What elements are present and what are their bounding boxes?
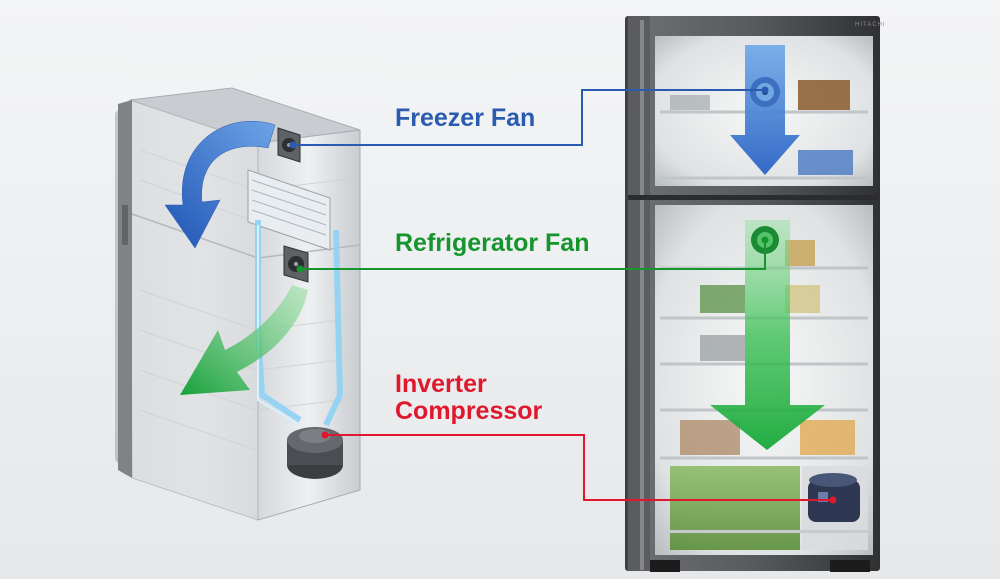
refrigerator-down-arrow	[710, 220, 825, 450]
brand-logo: HITACHI	[855, 22, 886, 28]
refrigerator-fan-label: Refrigerator Fan	[395, 229, 590, 257]
cutaway-cabinet	[115, 87, 361, 521]
inverter-compressor-label-line1: Inverter	[395, 370, 487, 398]
freezer-fan-label: Freezer Fan	[395, 104, 536, 132]
inverter-compressor-label-line2: Compressor	[395, 397, 543, 425]
compressor-icon	[287, 427, 343, 479]
leader-dots	[289, 86, 837, 504]
refrigerator	[625, 16, 880, 572]
freezer-fan-leader-line	[293, 89, 765, 146]
fan-icon	[277, 127, 301, 163]
refrigerator-airflow-arrow	[180, 285, 308, 395]
compressor-leader-line	[325, 434, 833, 501]
refrigerator-fan-leader-line	[300, 240, 766, 270]
freezer-down-arrow	[730, 45, 800, 175]
